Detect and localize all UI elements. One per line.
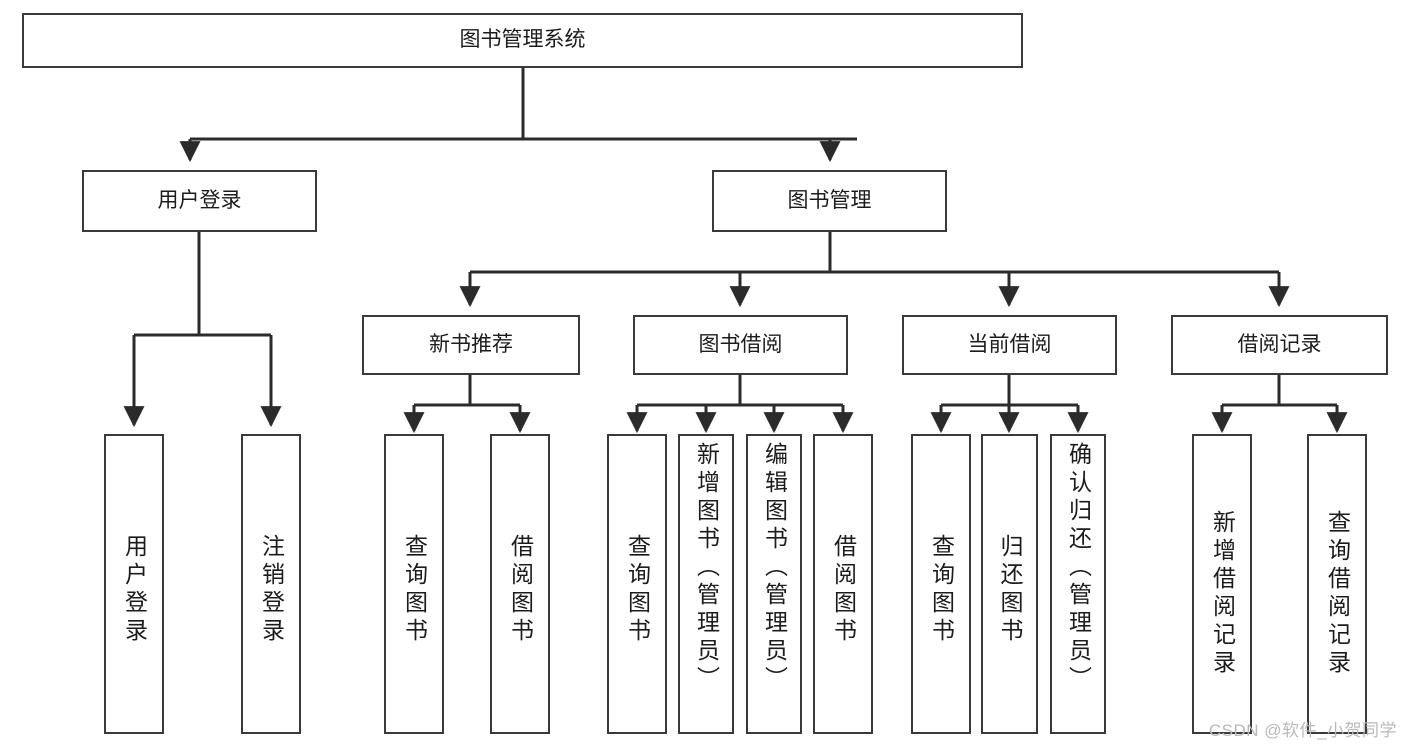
leaf-borrow-book-2[interactable]: 借阅图书 <box>813 434 873 734</box>
leaf-confirm-return-label: 确认归还（管理员） <box>1065 442 1092 694</box>
leaf-confirm-return[interactable]: 确认归还（管理员） <box>1050 434 1106 734</box>
node-current-borrow[interactable]: 当前借阅 <box>902 315 1117 375</box>
leaf-borrow-book-1[interactable]: 借阅图书 <box>490 434 550 734</box>
leaf-user-login-label: 用户登录 <box>121 534 148 646</box>
leaf-user-logout-label: 注销登录 <box>258 534 285 646</box>
node-borrow-record[interactable]: 借阅记录 <box>1171 315 1388 375</box>
node-root[interactable]: 图书管理系统 <box>22 13 1023 68</box>
node-new-book-recommend[interactable]: 新书推荐 <box>362 315 580 375</box>
leaf-query-book-1-label: 查询图书 <box>401 534 428 646</box>
node-book-manage-label: 图书管理 <box>787 188 872 212</box>
leaf-query-record-label: 查询借阅记录 <box>1324 510 1351 678</box>
leaf-return-book-label: 归还图书 <box>997 534 1023 646</box>
node-book-manage[interactable]: 图书管理 <box>712 170 947 232</box>
leaf-return-book[interactable]: 归还图书 <box>981 434 1038 734</box>
leaf-query-book-2-label: 查询图书 <box>624 534 651 646</box>
node-borrow-record-label: 借阅记录 <box>1237 332 1322 356</box>
node-user-login[interactable]: 用户登录 <box>82 170 317 232</box>
node-book-borrow[interactable]: 图书借阅 <box>633 315 848 375</box>
leaf-add-record-label: 新增借阅记录 <box>1209 510 1236 678</box>
leaf-query-record[interactable]: 查询借阅记录 <box>1307 434 1367 734</box>
leaf-borrow-book-1-label: 借阅图书 <box>507 534 534 646</box>
leaf-query-book-3[interactable]: 查询图书 <box>911 434 971 734</box>
leaf-add-record[interactable]: 新增借阅记录 <box>1192 434 1252 734</box>
leaf-edit-book-label: 编辑图书（管理员） <box>761 442 788 694</box>
leaf-borrow-book-2-label: 借阅图书 <box>830 534 857 646</box>
leaf-query-book-2[interactable]: 查询图书 <box>607 434 667 734</box>
leaf-edit-book[interactable]: 编辑图书（管理员） <box>746 434 802 734</box>
node-book-borrow-label: 图书借阅 <box>698 332 783 356</box>
leaf-query-book-1[interactable]: 查询图书 <box>384 434 444 734</box>
leaf-query-book-3-label: 查询图书 <box>928 534 955 646</box>
node-current-borrow-label: 当前借阅 <box>967 332 1052 356</box>
node-user-login-label: 用户登录 <box>157 188 242 212</box>
leaf-user-login[interactable]: 用户登录 <box>104 434 164 734</box>
watermark: CSDN @软件_小贺同学 <box>1208 721 1397 740</box>
node-new-book-recommend-label: 新书推荐 <box>429 332 513 356</box>
node-root-label: 图书管理系统 <box>459 28 586 52</box>
leaf-add-book-label: 新增图书（管理员） <box>693 442 720 694</box>
leaf-add-book[interactable]: 新增图书（管理员） <box>678 434 734 734</box>
leaf-user-logout[interactable]: 注销登录 <box>241 434 301 734</box>
